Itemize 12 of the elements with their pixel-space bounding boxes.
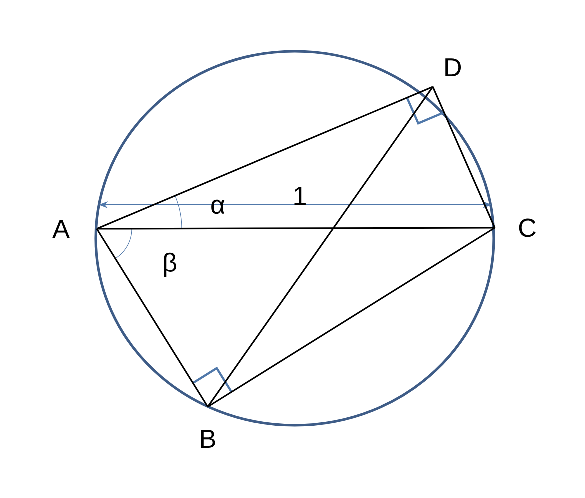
line-segment: [208, 227, 496, 408]
line-segment: [207, 86, 434, 408]
vertex-label: C: [519, 218, 536, 238]
vertex-label: D: [446, 58, 462, 77]
line-segment: [97, 227, 496, 230]
line-segment: [96, 228, 209, 408]
vertex-label: A: [52, 220, 70, 238]
angle-label: β: [164, 252, 176, 278]
line-segment: [96, 86, 434, 230]
line-segment: [432, 86, 496, 228]
length-label: 1: [294, 187, 306, 205]
vertex-label: B: [201, 430, 216, 448]
